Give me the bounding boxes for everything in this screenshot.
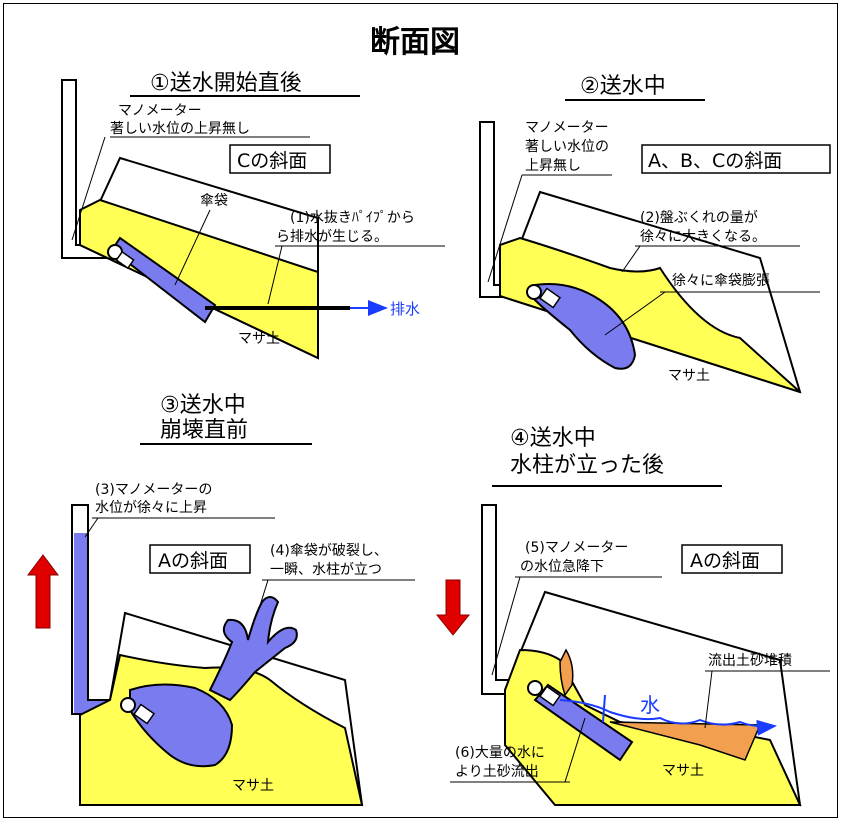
soil-label: マサ土 [668, 368, 710, 384]
manometer-water [74, 533, 124, 713]
slope-label: Aの斜面 [690, 550, 760, 572]
panel-1: ①送水開始直後 排水 マノメーター 著しい水位の上昇無し Cの斜面 傘袋 (1)… [61, 71, 445, 360]
soil-label: マサ土 [662, 763, 704, 779]
panel-2: ②送水中 マノメーター 著しい水位の 上昇無し A、B、Cの斜面 (2)盤ぶくれ… [479, 74, 831, 394]
manometer-note-2: の水位急降下 [520, 559, 604, 575]
drain-label: 排水 [390, 300, 420, 318]
slope-label: Cの斜面 [237, 150, 307, 172]
manometer-note-1: マノメーター [118, 103, 202, 119]
sediment-slump [559, 648, 574, 697]
diagram-title: 断面図 [370, 25, 460, 60]
panel-4-heading-1: ④送水中 [510, 426, 596, 451]
annotation-2a: (2)盤ぶくれの量が [640, 210, 758, 226]
water-flow-line [559, 699, 777, 736]
panel-2-heading: ②送水中 [580, 74, 666, 99]
manometer-note-2: 水位が徐々に上昇 [95, 500, 207, 516]
soil-layer [499, 236, 801, 393]
panel-3-heading-1: ③送水中 [160, 393, 246, 418]
annotation-6b: より土砂流出 [455, 764, 539, 780]
umbrella-bag [110, 236, 217, 324]
panel-4: ④送水中 水柱が立った後 水 (5)マノメーター の水位急降下 Aの斜面 流出土… [435, 426, 830, 807]
water-column [208, 596, 298, 702]
panel-3-heading-2: 崩壊直前 [160, 418, 248, 443]
annotation-1b: ら排水が生じる。 [276, 229, 388, 245]
bag-label: 傘袋 [200, 193, 228, 209]
panel-1-heading: ①送水開始直後 [150, 71, 302, 96]
manometer-note-1: マノメーター [525, 120, 609, 136]
panel-3: ③送水中 崩壊直前 (3)マノメーターの 水位が徐々に上昇 Aの斜面 (4)傘袋… [27, 393, 415, 807]
annotation-4b: 一瞬、水柱が立つ [270, 562, 382, 578]
slope-label: Aの斜面 [158, 550, 228, 572]
annotation-1a: (1)水抜きﾊﾟｲﾌﾟから [290, 210, 415, 226]
slope-label: A、B、Cの斜面 [648, 150, 782, 172]
manometer-note-2: 著しい水位の上昇無し [110, 121, 250, 137]
diagram-frame [3, 3, 838, 818]
manometer-note-1: (3)マノメーターの [95, 482, 212, 498]
umbrella-bag [534, 283, 637, 370]
manometer-note-3: 上昇無し [525, 158, 581, 174]
panel-4-heading-2: 水柱が立った後 [510, 453, 664, 478]
annotation-6a: (6)大量の水に [455, 745, 545, 761]
sediment-label: 流出土砂堆積 [708, 653, 792, 669]
umbrella-bag [129, 683, 234, 768]
rising-arrow [27, 554, 59, 629]
water-label: 水 [640, 693, 660, 717]
soil-label: マサ土 [232, 778, 274, 794]
manometer-note-1: (5)マノメーター [525, 540, 628, 556]
annotation-2b: 徐々に大きくなる。 [640, 229, 766, 245]
falling-arrow [435, 579, 471, 636]
bag-swell-note: 徐々に傘袋膨張 [672, 272, 770, 289]
annotation-4a: (4)傘袋が破裂し、 [270, 543, 388, 559]
manometer-note-2: 著しい水位の [525, 139, 609, 155]
soil-label: マサ土 [238, 331, 280, 347]
